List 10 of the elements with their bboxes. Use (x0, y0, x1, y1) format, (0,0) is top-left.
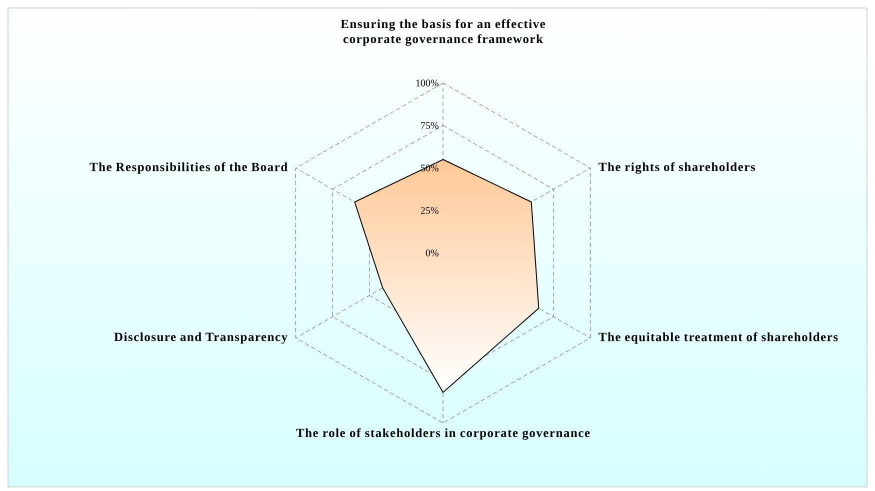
axis-label: Ensuring the basis for an effective corporate governance framework (340, 19, 546, 46)
tick-label: 100% (416, 80, 438, 86)
axis-label: The equitable treatment of shareholders (598, 332, 838, 344)
axis-label: The rights of shareholders (598, 162, 756, 174)
axis-label: Disclosure and Transparency (114, 332, 288, 344)
tick-label: 25% (420, 207, 438, 214)
axis-label: The role of stakeholders in corporate governance (296, 428, 590, 440)
tick-label: 75% (421, 122, 438, 129)
axis-label: The Responsibilities of the Board (90, 162, 288, 174)
tick-label: 0% (426, 250, 438, 256)
